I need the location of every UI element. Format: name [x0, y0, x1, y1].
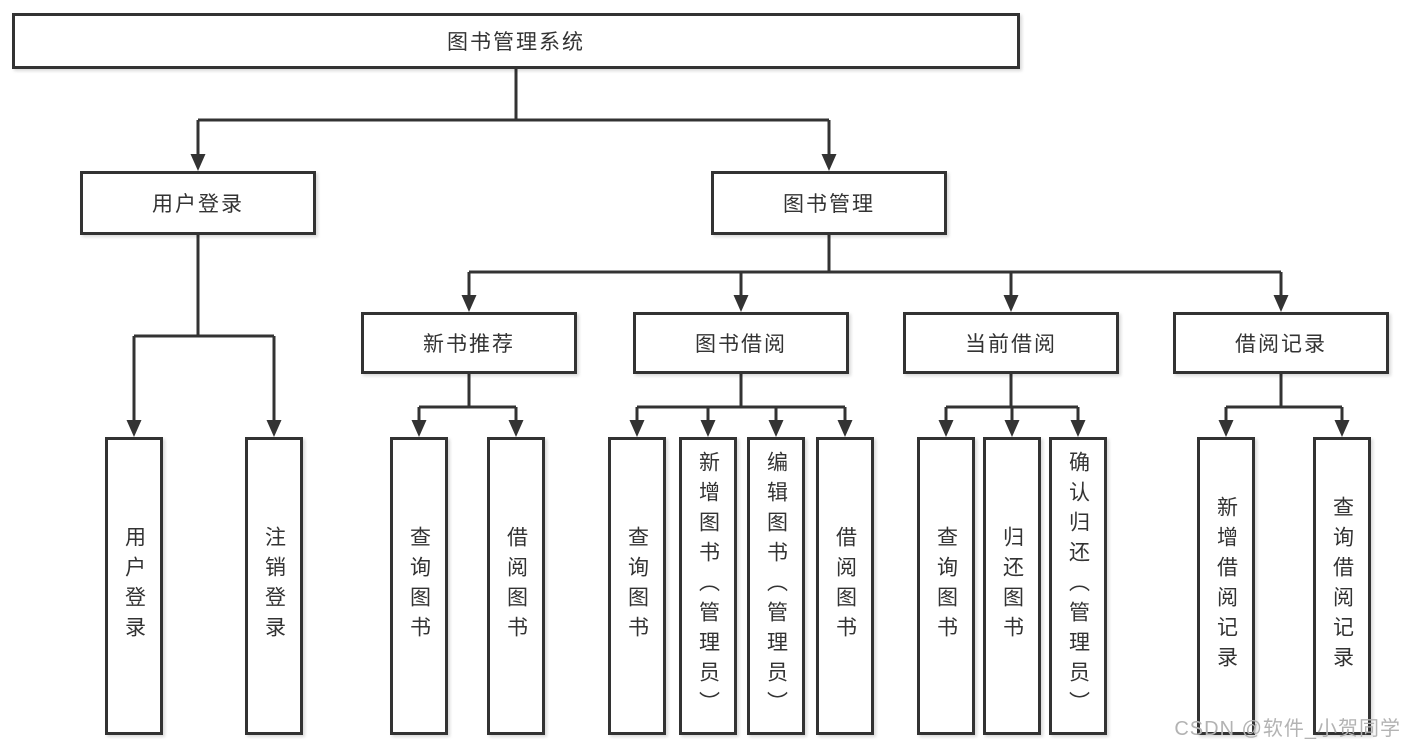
node-system-root-label: 图书管理系统: [447, 31, 585, 54]
node-leaf-current-confirm-return-admin-label: 确认归还（管理员）: [1066, 451, 1090, 721]
node-borrow-records-label: 借阅记录: [1235, 333, 1327, 356]
node-leaf-records-query-record: 查询借阅记录: [1313, 437, 1371, 735]
arrowheads-level3: [461, 295, 1289, 312]
node-leaf-borrow-borrow-books: 借阅图书: [816, 437, 874, 735]
connector-root-to-level2: [196, 69, 831, 157]
arrowheads-level2: [190, 154, 837, 171]
node-leaf-current-query-books-label: 查询图书: [934, 526, 958, 646]
node-leaf-borrow-query-books-label: 查询图书: [625, 526, 649, 646]
node-leaf-borrow-edit-books-admin: 编辑图书（管理员）: [747, 437, 805, 735]
connector-records-children: [1224, 374, 1344, 423]
node-leaf-logout-label: 注销登录: [262, 526, 286, 646]
node-book-management-label: 图书管理: [783, 193, 875, 216]
node-leaf-recommend-borrow-books: 借阅图书: [487, 437, 545, 735]
node-leaf-borrow-query-books: 查询图书: [608, 437, 666, 735]
node-new-book-recommend-label: 新书推荐: [423, 333, 515, 356]
node-book-borrow-label: 图书借阅: [695, 333, 787, 356]
node-book-management: 图书管理: [711, 171, 947, 235]
connector-recommend-children: [417, 374, 518, 423]
node-leaf-current-return-books: 归还图书: [983, 437, 1041, 735]
node-leaf-records-query-record-label: 查询借阅记录: [1330, 496, 1354, 676]
connector-book-management-children: [467, 235, 1283, 298]
node-new-book-recommend: 新书推荐: [361, 312, 577, 374]
node-user-login-label: 用户登录: [152, 193, 244, 216]
node-current-borrow-label: 当前借阅: [965, 333, 1057, 356]
node-leaf-borrow-add-books-admin: 新增图书（管理员）: [679, 437, 737, 735]
node-book-borrow: 图书借阅: [633, 312, 849, 374]
node-leaf-user-login: 用户登录: [105, 437, 163, 735]
connector-borrow-children: [635, 374, 847, 423]
node-leaf-records-add-record: 新增借阅记录: [1197, 437, 1255, 735]
node-leaf-current-return-books-label: 归还图书: [1000, 526, 1024, 646]
node-leaf-recommend-query-books: 查询图书: [390, 437, 448, 735]
node-user-login: 用户登录: [80, 171, 316, 235]
node-current-borrow: 当前借阅: [903, 312, 1119, 374]
node-leaf-current-query-books: 查询图书: [917, 437, 975, 735]
arrowheads-leaves: [126, 420, 1350, 437]
node-leaf-user-login-label: 用户登录: [122, 526, 146, 646]
node-leaf-borrow-borrow-books-label: 借阅图书: [833, 526, 857, 646]
node-leaf-borrow-edit-books-admin-label: 编辑图书（管理员）: [764, 451, 788, 721]
connector-current-children: [944, 374, 1080, 423]
node-leaf-current-confirm-return-admin: 确认归还（管理员）: [1049, 437, 1107, 735]
node-leaf-logout: 注销登录: [245, 437, 303, 735]
watermark: CSDN @软件_小贺同学: [1174, 718, 1401, 740]
node-borrow-records: 借阅记录: [1173, 312, 1389, 374]
connector-user-login-children: [132, 235, 276, 423]
node-leaf-records-add-record-label: 新增借阅记录: [1214, 496, 1238, 676]
node-leaf-recommend-borrow-books-label: 借阅图书: [504, 526, 528, 646]
node-system-root: 图书管理系统: [12, 13, 1020, 69]
node-leaf-recommend-query-books-label: 查询图书: [407, 526, 431, 646]
node-leaf-borrow-add-books-admin-label: 新增图书（管理员）: [696, 451, 720, 721]
